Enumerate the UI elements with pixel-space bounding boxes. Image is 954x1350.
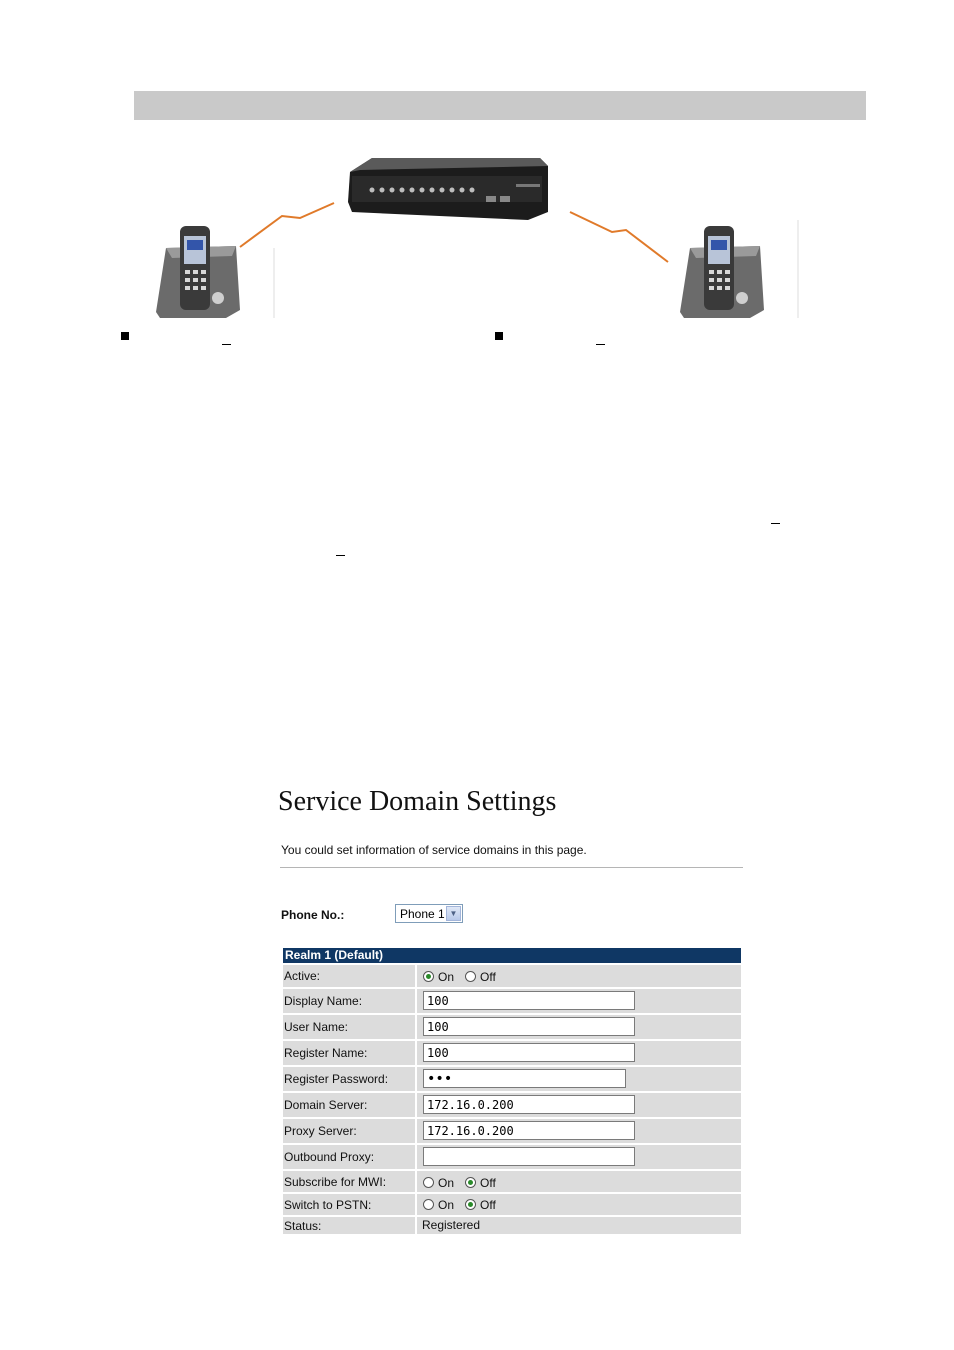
bullet-icon [495,332,503,340]
voip-gateway-icon [348,158,548,220]
realm-header-label: Realm 1 (Default) [285,948,384,962]
row-outbound-proxy: Outbound Proxy: [283,1145,741,1169]
register-password-value: ••• [427,1071,453,1087]
display-name-input[interactable]: 100 [423,991,635,1010]
subscribe-mwi-label: Subscribe for MWI: [284,1175,387,1189]
switch-pstn-label: Switch to PSTN: [284,1198,372,1212]
underscore-mark [771,523,780,524]
underscore-mark [336,555,345,556]
divider [280,867,743,868]
row-display-name: Display Name: 100 [283,989,741,1013]
active-off-radio[interactable] [465,971,476,982]
row-subscribe-mwi: Subscribe for MWI: On Off [283,1171,741,1192]
subscribe-mwi-on-label: On [438,1176,455,1190]
proxy-server-input[interactable]: 172.16.0.200 [423,1121,635,1140]
row-separator [283,1013,741,1015]
switch-pstn-on-radio[interactable] [423,1199,434,1210]
display-name-value: 100 [427,994,449,1008]
row-active: Active: On Off [283,965,741,987]
row-register-name: Register Name: 100 [283,1041,741,1065]
dropdown-arrow-icon[interactable]: ▼ [446,906,461,921]
row-proxy-server: Proxy Server: 172.16.0.200 [283,1119,741,1143]
active-on-radio[interactable] [423,971,434,982]
row-separator [283,1091,741,1093]
domain-server-value: 172.16.0.200 [427,1098,514,1112]
switch-pstn-off-label: Off [480,1198,496,1212]
row-separator [283,1039,741,1041]
phone-no-selected: Phone 1 [400,907,445,921]
wireless-link-icon [569,211,669,263]
switch-pstn-off-radio[interactable] [465,1199,476,1210]
row-separator [283,1065,741,1067]
row-register-password: Register Password: ••• [283,1067,741,1091]
switch-pstn-on-label: On [438,1198,455,1212]
row-user-name: User Name: 100 [283,1015,741,1039]
subscribe-mwi-on-radio[interactable] [423,1177,434,1188]
row-domain-server: Domain Server: 172.16.0.200 [283,1093,741,1117]
register-name-input[interactable]: 100 [423,1043,635,1062]
row-separator [283,1143,741,1145]
row-separator [283,1117,741,1119]
row-status: Status: Registered [283,1217,741,1234]
page-title: Service Domain Settings [278,786,557,817]
underscore-mark [596,344,605,345]
register-name-label: Register Name: [284,1046,368,1060]
proxy-server-value: 172.16.0.200 [427,1124,514,1138]
wireless-link-icon [239,202,335,248]
active-on-label: On [438,970,455,984]
status-value: Registered [422,1218,481,1232]
ip-phone-icon [156,226,275,318]
register-name-value: 100 [427,1046,449,1060]
user-name-label: User Name: [284,1020,349,1034]
active-off-label: Off [480,970,496,984]
domain-server-input[interactable]: 172.16.0.200 [423,1095,635,1114]
phone-no-label: Phone No.: [281,908,345,922]
proxy-server-label: Proxy Server: [284,1124,357,1138]
row-separator [283,1169,741,1171]
ip-phone-icon [680,220,799,318]
domain-server-label: Domain Server: [284,1098,368,1112]
row-separator [283,1192,741,1194]
subscribe-mwi-off-label: Off [480,1176,496,1190]
status-label: Status: [284,1219,322,1233]
realm-header: Realm 1 (Default) [283,948,741,963]
display-name-label: Display Name: [284,994,363,1008]
user-name-value: 100 [427,1020,449,1034]
register-password-input[interactable]: ••• [423,1069,626,1088]
section-header-bar [134,91,866,120]
network-diagram [156,158,799,318]
user-name-input[interactable]: 100 [423,1017,635,1036]
underscore-mark [222,344,231,345]
row-switch-pstn: Switch to PSTN: On Off [283,1194,741,1215]
row-separator [283,987,741,989]
outbound-proxy-input[interactable] [423,1147,635,1166]
subscribe-mwi-off-radio[interactable] [465,1177,476,1188]
outbound-proxy-label: Outbound Proxy: [284,1150,375,1164]
active-label: Active: [284,969,321,983]
register-password-label: Register Password: [284,1072,389,1086]
phone-no-select[interactable]: Phone 1 ▼ [395,904,463,923]
page-description: You could set information of service dom… [281,843,587,857]
row-separator [283,1215,741,1217]
bullet-icon [121,332,129,340]
